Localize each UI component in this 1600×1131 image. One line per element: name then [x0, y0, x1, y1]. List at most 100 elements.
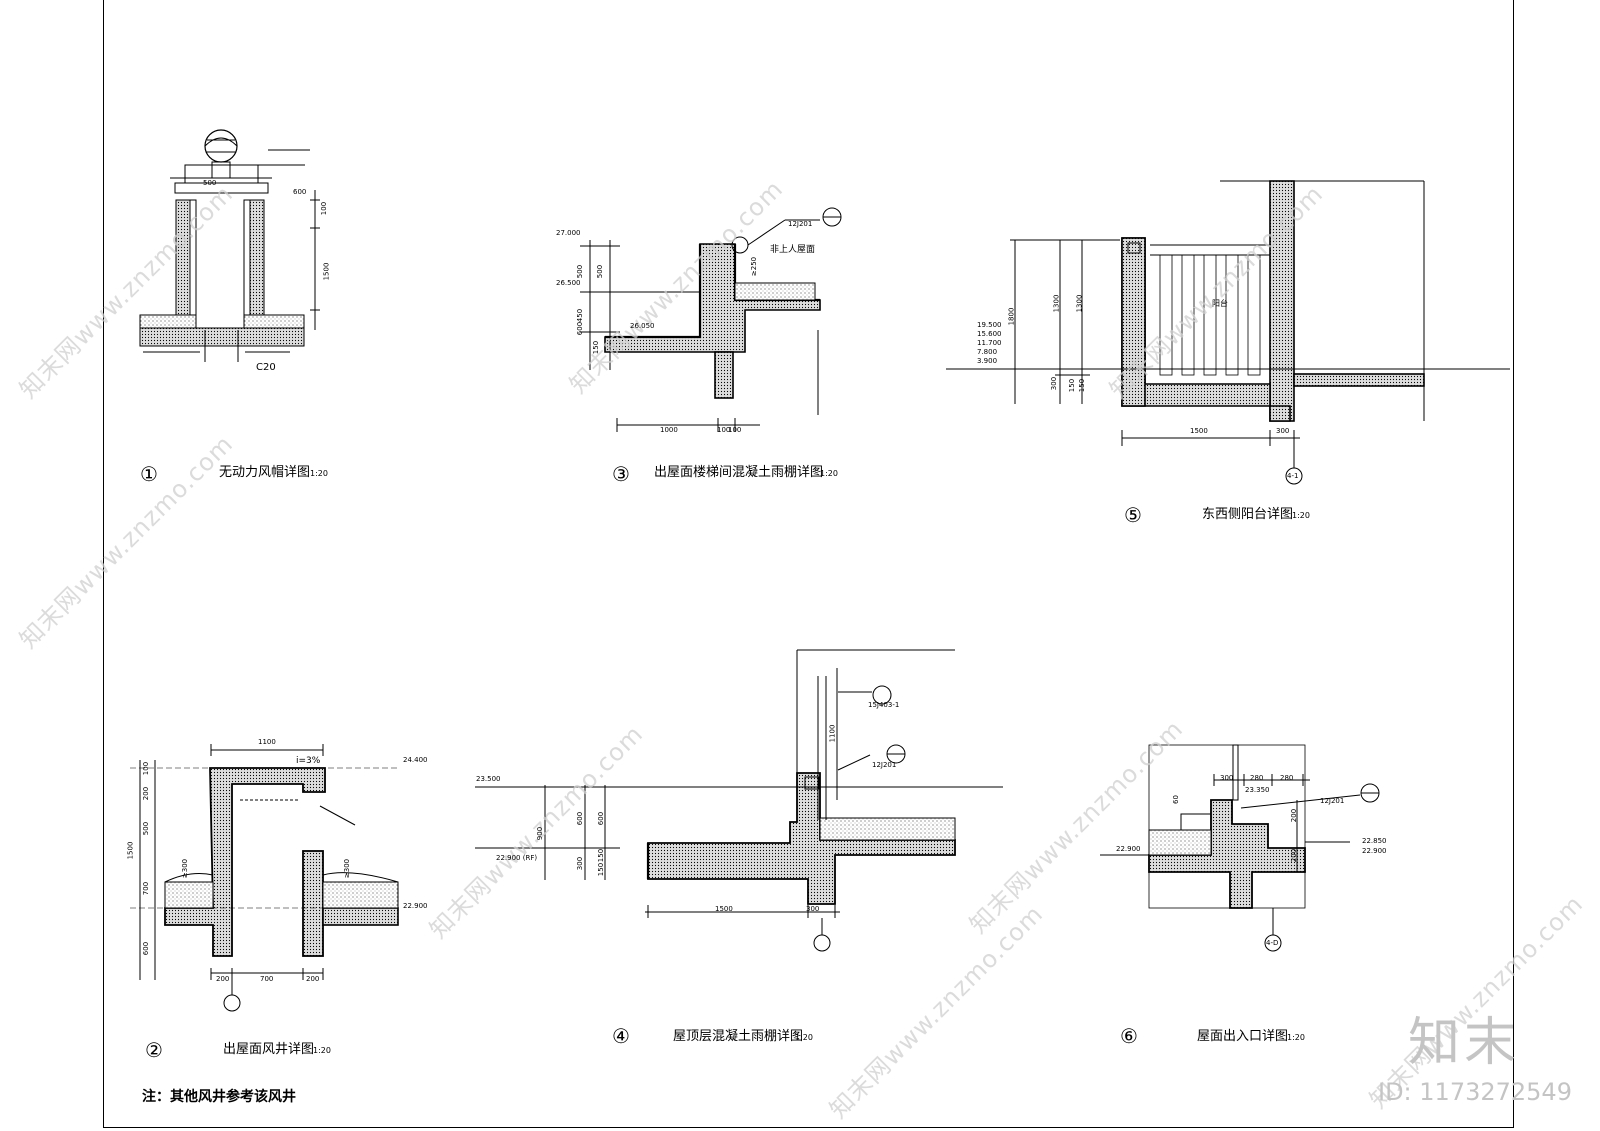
drawing-ref: 12J201 [1320, 797, 1345, 805]
elevation: 22.850 [1362, 837, 1387, 845]
dim-label: 600 [293, 188, 307, 196]
elevation: 11.700 [977, 339, 1002, 347]
detail-scale: 1:20 [310, 469, 328, 478]
detail-title: 无动力风帽详图 [219, 465, 311, 480]
detail-scale: 1:20 [820, 469, 838, 478]
detail-1-drawing [139, 129, 320, 362]
dim-label: 1300 [1052, 294, 1061, 313]
circle-number: ④ [612, 1024, 630, 1048]
dim-label: 300 [1050, 376, 1059, 391]
dim-label: 700 [142, 881, 151, 896]
circle-number: ② [145, 1038, 163, 1062]
elevation: 22.900 [1362, 847, 1387, 855]
detail-title: 出屋面楼梯间混凝土雨棚详图 [654, 465, 824, 480]
footnote: 注：其他风井参考该风井 [142, 1089, 296, 1105]
elevation: 26.050 [630, 322, 655, 330]
elevation: 22.900 [1116, 845, 1141, 853]
circle-number: ⑤ [1124, 503, 1142, 527]
balcony-label: 阳台 [1212, 299, 1228, 308]
detail-3-drawing [580, 207, 842, 432]
dim-label: 500 [203, 179, 217, 187]
dim-label: 1500 [1190, 427, 1208, 435]
watermark-id: ID: 1173272549 [1378, 1078, 1572, 1106]
elevation: 19.500 [977, 321, 1002, 329]
detail-2-drawing [130, 744, 400, 1012]
detail-6-drawing [1100, 744, 1380, 952]
dim-label: 1000 [660, 426, 678, 434]
dim-label: 1500 [322, 262, 331, 281]
dim-label: 1100 [828, 724, 837, 743]
dim-label: 300 [576, 856, 585, 871]
detail-title: 屋顶层混凝土雨棚详图 [673, 1029, 804, 1044]
detail-scale: 1:20 [1292, 511, 1310, 520]
detail-5-drawing [946, 180, 1510, 485]
dim-label: 900 [536, 826, 545, 841]
elevation: 27.000 [556, 229, 581, 237]
dim-label: 150 [597, 862, 606, 877]
dim-label: 300 [1276, 427, 1290, 435]
drawing-ref: 15J403-1 [868, 701, 900, 709]
dim-label: 1100 [258, 738, 276, 746]
dim-label: 500 [596, 264, 605, 279]
detail-scale: 1:20 [1287, 1033, 1305, 1042]
dim-label: 150 [597, 848, 606, 863]
watermark-logo: 知末 [1408, 1013, 1521, 1073]
dim-label: 600 [597, 811, 606, 826]
dim-label: 1800 [1007, 307, 1016, 326]
detail-title: 出屋面风井详图 [223, 1042, 315, 1057]
axis-tag: 4-1 [1287, 472, 1299, 480]
slope-label: i=3% [296, 756, 321, 766]
elevation: 23.500 [476, 775, 501, 783]
elevation: 24.400 [403, 756, 428, 764]
dim-label: 200 [306, 975, 320, 983]
dim-label: 200 [216, 975, 230, 983]
elevation: 3.900 [977, 357, 998, 365]
detail-scale: 1:20 [795, 1033, 813, 1042]
elevation: 26.500 [556, 279, 581, 287]
dim-label: 100 [320, 201, 329, 216]
dim-label: 1500 [126, 841, 135, 860]
dim-label: 500 [576, 264, 585, 279]
dim-label: ≥300 [343, 858, 352, 879]
dim-label: 280 [1250, 774, 1264, 782]
dim-label: ≥250 [750, 256, 759, 277]
elevation: 22.900 (RF) [496, 854, 538, 862]
detail-scale: 1:20 [313, 1046, 331, 1055]
dim-label: 200 [1290, 848, 1299, 863]
dim-label: 600 [142, 941, 151, 956]
dim-label: 200 [142, 786, 151, 801]
dim-label: 600 [576, 811, 585, 826]
dim-label: 100 [142, 761, 151, 776]
dim-label: 150 [592, 340, 601, 355]
circle-number: ① [140, 462, 158, 486]
dim-label: 300 [1220, 774, 1234, 782]
dim-label: ≥300 [181, 858, 190, 879]
elevation: 15.600 [977, 330, 1002, 338]
drawing-ref: 12J201 [788, 220, 813, 228]
dim-label: 300 [806, 905, 820, 913]
elevation: 7.800 [977, 348, 998, 356]
dim-label: 1300 [1075, 294, 1084, 313]
dim-label: 100 [728, 426, 742, 434]
dim-label: 450 [576, 308, 585, 323]
detail-title: 东西侧阳台详图 [1202, 507, 1294, 522]
circle-number: ③ [612, 462, 630, 486]
dim-label: 200 [1290, 808, 1299, 823]
dim-label: 280 [1280, 774, 1294, 782]
detail-title: 屋面出入口详图 [1197, 1029, 1289, 1044]
dim-label: 150 [1078, 378, 1087, 393]
circle-number: ⑥ [1120, 1024, 1138, 1048]
dim-label: 600 [576, 321, 585, 336]
detail-4-drawing [475, 649, 1003, 952]
dim-label: 500 [142, 821, 151, 836]
drawing-sheet-frame [103, 0, 1514, 1128]
dim-label: 700 [260, 975, 274, 983]
roof-label: 非上人屋面 [770, 245, 816, 255]
elevation: 22.900 [403, 902, 428, 910]
dim-label: 60 [1171, 795, 1180, 804]
dim-label: 150 [1068, 378, 1077, 393]
dim-label: 100 [717, 426, 731, 434]
elevation: 23.350 [1245, 786, 1270, 794]
drawing-ref: 12J201 [872, 761, 897, 769]
